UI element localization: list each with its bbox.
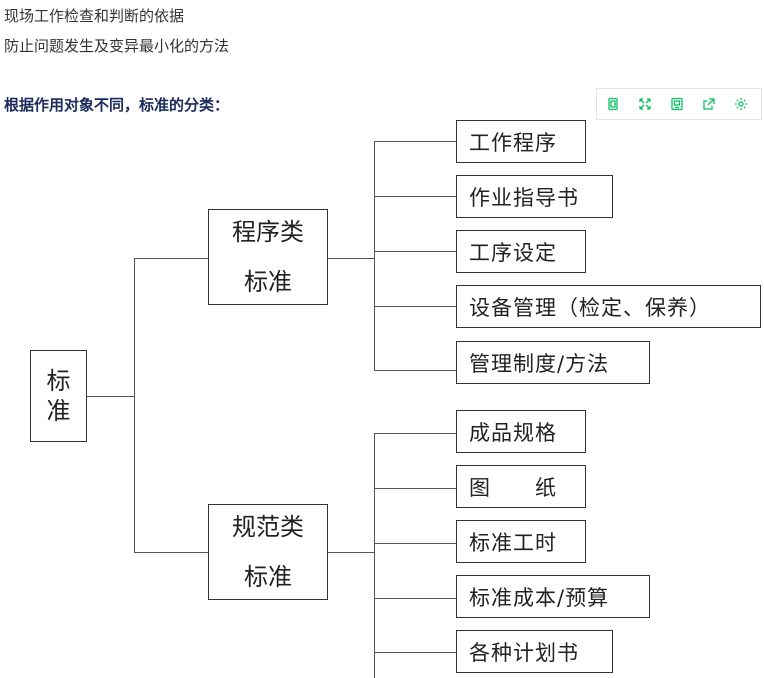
connector-leaf — [374, 433, 456, 434]
group-node-line-2: 标准 — [244, 268, 292, 296]
connector-leaf — [374, 652, 456, 653]
root-node-line-2: 准 — [46, 397, 71, 425]
intro-line-2: 防止问题发生及变异最小化的方法 — [4, 37, 230, 55]
connector-group-1-out — [328, 258, 374, 259]
connector-leaf — [374, 141, 456, 142]
settings-icon — [735, 98, 747, 110]
connector-leaf — [374, 306, 456, 307]
share-button[interactable] — [693, 89, 725, 119]
settings-button[interactable] — [725, 89, 757, 119]
connector-group-2-trunk — [374, 433, 375, 678]
connector-leaf — [374, 598, 456, 599]
root-node: 标 准 — [30, 350, 87, 442]
diagram-toolbar — [596, 88, 762, 120]
intro-line-1: 现场工作检查和判断的依据 — [4, 7, 185, 25]
copy-icon — [608, 97, 618, 111]
copy-button[interactable] — [597, 89, 629, 119]
connector-leaf — [374, 251, 456, 252]
group-node-line-1: 程序类 — [232, 218, 304, 246]
connector-group-2 — [134, 552, 208, 553]
leaf-node: 工作程序 — [456, 120, 586, 163]
leaf-node: 作业指导书 — [456, 175, 613, 218]
expand-icon — [639, 98, 651, 110]
leaf-node: 标准成本/预算 — [456, 575, 650, 618]
save-button[interactable] — [661, 89, 693, 119]
root-node-line-1: 标 — [46, 367, 71, 395]
connector-root — [86, 396, 134, 397]
expand-button[interactable] — [629, 89, 661, 119]
connector-group-2-out — [328, 552, 374, 553]
leaf-node: 各种计划书 — [456, 630, 613, 673]
connector-root-trunk — [134, 258, 135, 552]
leaf-node: 设备管理（检定、保养） — [456, 285, 761, 328]
connector-group-1 — [134, 258, 208, 259]
leaf-node: 图 纸 — [456, 465, 586, 508]
leaf-node: 标准工时 — [456, 520, 586, 563]
leaf-node: 管理制度/方法 — [456, 341, 650, 384]
leaf-node: 工序设定 — [456, 230, 586, 273]
group-node-line-2: 标准 — [244, 563, 292, 591]
connector-leaf — [374, 196, 456, 197]
leaf-node: 成品规格 — [456, 410, 586, 453]
connector-group-1-trunk — [374, 141, 375, 370]
group-node-line-1: 规范类 — [232, 513, 304, 541]
connector-leaf — [374, 488, 456, 489]
section-heading: 根据作用对象不同，标准的分类： — [4, 96, 230, 114]
connector-leaf — [374, 370, 456, 371]
group-node-procedure: 程序类 标准 — [208, 209, 328, 305]
save-icon — [671, 97, 683, 111]
connector-leaf — [374, 543, 456, 544]
group-node-specification: 规范类 标准 — [208, 504, 328, 600]
share-icon — [703, 98, 715, 110]
